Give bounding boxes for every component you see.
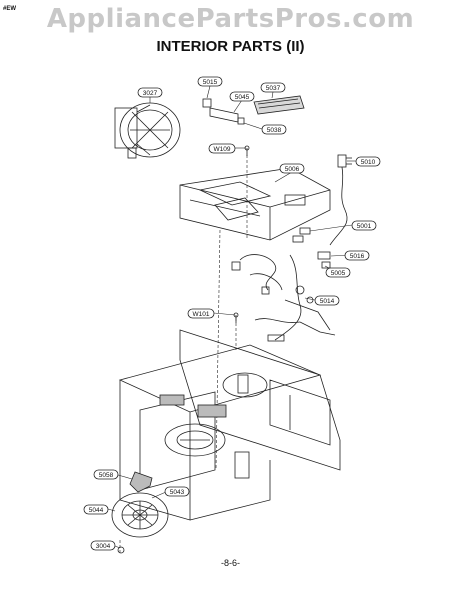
callout-3027: 3027 xyxy=(137,87,163,98)
watermark: AppliancePartsPros.com xyxy=(46,4,415,34)
svg-text:5045: 5045 xyxy=(235,94,250,101)
svg-text:5010: 5010 xyxy=(361,159,376,166)
upper-duct-drawing xyxy=(179,167,331,241)
page-number: -8-6- xyxy=(220,558,240,568)
svg-text:3027: 3027 xyxy=(143,90,158,97)
callout-W101: W101 xyxy=(187,308,215,319)
svg-text:5038: 5038 xyxy=(267,127,282,134)
callout-5015: 5015 xyxy=(197,76,223,87)
callout-5016: 5016 xyxy=(344,250,370,261)
stirrer-assembly-drawing xyxy=(111,471,169,554)
callout-5010: 5010 xyxy=(355,156,381,167)
page-title: INTERIOR PARTS (II) xyxy=(156,38,305,55)
svg-text:W109: W109 xyxy=(214,146,231,153)
svg-text:3004: 3004 xyxy=(96,543,111,550)
callout-5058: 5058 xyxy=(93,469,119,480)
callout-5005: 5005 xyxy=(325,267,351,278)
callout-3004: 3004 xyxy=(90,540,116,551)
fan-motor-drawing xyxy=(114,102,181,159)
callout-5043: 5043 xyxy=(164,486,190,497)
callout-5044: 5044 xyxy=(83,504,109,515)
wire-harness-drawing xyxy=(231,227,336,342)
svg-text:5015: 5015 xyxy=(203,79,218,86)
svg-text:5037: 5037 xyxy=(266,85,281,92)
svg-text:5043: 5043 xyxy=(170,489,185,496)
callout-W109: W109 xyxy=(208,143,236,154)
svg-text:5058: 5058 xyxy=(99,472,114,479)
svg-text:5044: 5044 xyxy=(89,507,104,514)
svg-text:5014: 5014 xyxy=(320,298,335,305)
callout-5006: 5006 xyxy=(279,163,305,174)
corner-code: #EW xyxy=(3,6,17,12)
svg-text:5006: 5006 xyxy=(285,166,300,173)
svg-text:5005: 5005 xyxy=(331,270,346,277)
svg-text:W101: W101 xyxy=(193,311,210,318)
callout-5001: 5001 xyxy=(351,220,377,231)
small-parts-drawing xyxy=(202,95,305,125)
callout-5014: 5014 xyxy=(314,295,340,306)
callout-5045: 5045 xyxy=(229,91,255,102)
callout-5037: 5037 xyxy=(260,82,286,93)
power-cord-drawing xyxy=(329,154,352,246)
svg-text:5001: 5001 xyxy=(357,223,372,230)
callout-5038: 5038 xyxy=(261,124,287,135)
svg-text:5016: 5016 xyxy=(350,253,365,260)
main-chassis-drawing xyxy=(118,329,341,521)
